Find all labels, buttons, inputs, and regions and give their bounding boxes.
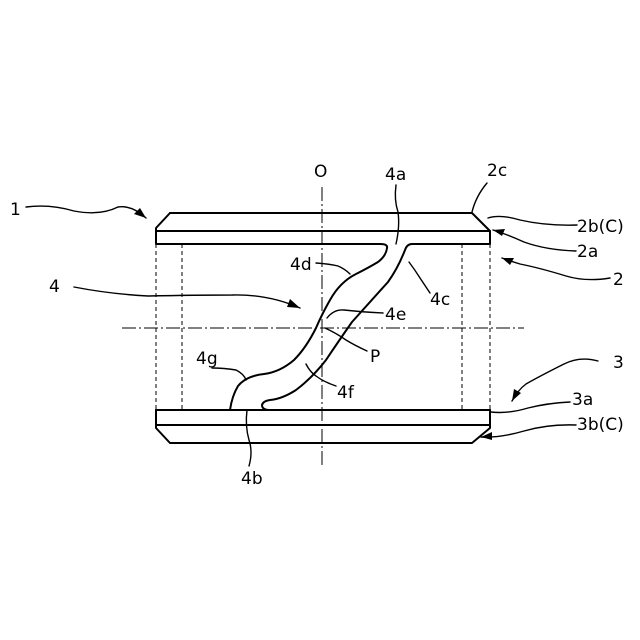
label-4a: 4a [385, 165, 406, 185]
leader-1 [26, 206, 146, 218]
label-O: O [314, 162, 327, 182]
label-3: 3 [613, 353, 624, 373]
arrowhead-4 [287, 299, 300, 308]
label-2c: 2c [487, 161, 507, 181]
leader-2bC [488, 216, 577, 225]
label-2: 2 [613, 270, 624, 290]
leader-4c [409, 262, 430, 293]
label-4: 4 [49, 277, 60, 297]
label-4d: 4d [290, 255, 312, 275]
leader-3bC [481, 425, 576, 437]
label-2a: 2a [577, 242, 598, 262]
leader-4g [212, 368, 246, 380]
leader-4d [316, 263, 350, 274]
label-3bC: 3b(C) [577, 415, 624, 435]
label-4e: 4e [385, 305, 406, 325]
label-2bC: 2b(C) [577, 217, 624, 237]
leader-4b [246, 410, 251, 466]
label-4g: 4g [196, 349, 218, 369]
label-P: P [370, 347, 380, 367]
arrowhead-2a [493, 229, 505, 236]
label-3a: 3a [572, 390, 593, 410]
leader-2a [493, 230, 576, 251]
label-4c: 4c [430, 290, 450, 310]
lower-plate-outline [156, 410, 490, 443]
leader-4 [74, 287, 300, 308]
arrowhead-1 [134, 208, 146, 218]
leader-2c [472, 183, 487, 212]
leader-3a [491, 402, 570, 413]
leader-4e [327, 310, 383, 318]
upper-plate-outline [170, 213, 490, 410]
label-4f: 4f [337, 383, 355, 403]
label-1: 1 [10, 200, 21, 220]
lower-plate [156, 410, 490, 443]
leader-4a [395, 185, 398, 244]
label-4b: 4b [241, 469, 263, 489]
